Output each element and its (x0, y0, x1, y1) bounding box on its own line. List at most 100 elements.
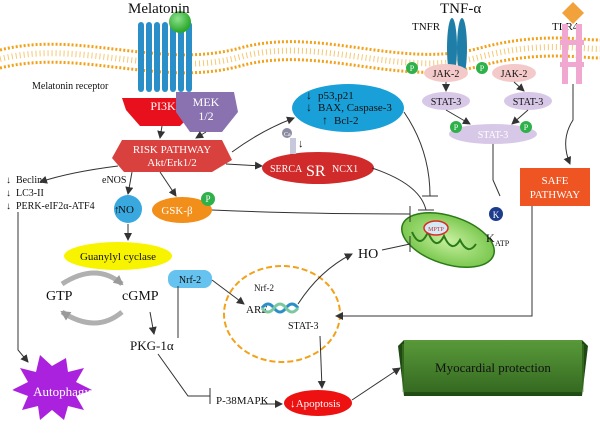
potassium-label: K (493, 210, 500, 220)
myocardial-protection-label: Myocardial protection (435, 360, 551, 375)
phospho-label: P (480, 64, 485, 73)
down-arrow-icon: ↓ (290, 398, 296, 410)
risk-pathway-node (112, 140, 232, 172)
phospho-label: P (454, 123, 459, 132)
sr-label: SR (306, 163, 326, 180)
stat3-nucleus-label: STAT-3 (288, 321, 319, 332)
nrf2-node (168, 270, 212, 288)
cell-membrane (0, 36, 600, 75)
tnfr-label: TNFR (412, 21, 441, 33)
phospho-badge (520, 121, 532, 133)
down-arrow-icon: ↓ (6, 201, 11, 212)
p53-label-line1: p53,p21 (318, 90, 354, 102)
p38mapk-label: P-38MAPK (216, 395, 269, 407)
stat3-dimer-label: STAT-3 (478, 130, 509, 141)
melatonin-receptor (138, 11, 192, 92)
down-arrow-icon: ↓ (306, 88, 312, 102)
down-arrow-icon: ↓ (6, 175, 11, 186)
up-arrow-icon: ↑ (114, 204, 120, 216)
gsk-label: GSK-β (161, 205, 193, 217)
stat3-right-node (504, 92, 552, 110)
enos-label: eNOS (102, 175, 126, 186)
melatonin-receptor-label: Melatonin receptor (32, 81, 109, 92)
ncx1-label: NCX1 (332, 164, 358, 175)
perk-label: PERK-eIF2α-ATF4 (16, 201, 95, 212)
sr-node (262, 152, 374, 184)
myocardial-protection-node (398, 340, 588, 396)
stat3-right-label: STAT-3 (513, 97, 544, 108)
autophagy-label: Autophagy (33, 384, 91, 399)
stat3-dimer-node (449, 124, 537, 144)
tnf-receptor (447, 18, 467, 78)
arrow (511, 109, 529, 125)
nrf2-dna-label: Nrf-2 (254, 283, 274, 293)
risk-pathway-label-line1: RISK PATHWAY (133, 144, 211, 156)
cycle-arrow (60, 270, 124, 287)
dna-helix (260, 302, 300, 314)
phospho-label: P (524, 123, 529, 132)
risk-pathway-label-line2: Akt/Erk1/2 (147, 157, 197, 169)
guanylyl-cyclase-node (64, 242, 172, 270)
gsk-node (152, 197, 212, 223)
lc3-label: LC3-II (16, 188, 44, 199)
safe-pathway-node (520, 168, 590, 206)
arrow (563, 84, 574, 165)
mek-label-line2: 1/2 (198, 109, 213, 123)
calcium-ion (282, 128, 292, 138)
safe-pathway-label-line1: SAFE (542, 175, 569, 187)
apoptosis-label: Apoptosis (296, 398, 341, 410)
serca-channel (290, 138, 296, 154)
calcium-label: Ca (284, 132, 291, 138)
cycle-arrow (60, 309, 124, 326)
pi3k-label: PI3K (150, 99, 176, 113)
mitochondrion: MPTP (401, 212, 495, 268)
arrow (513, 81, 525, 92)
p53-label-line3: Bcl-2 (334, 115, 358, 127)
autophagy-node (12, 355, 92, 420)
phospho-badge (406, 62, 418, 74)
tnf-alpha-label: TNF-α (440, 1, 481, 17)
beclin-label: Beclin (16, 175, 42, 186)
down-arrow-icon: ↓ (298, 138, 304, 150)
katp-label: K (486, 231, 495, 245)
jak2-left-label: JAK-2 (433, 69, 460, 80)
down-arrow-icon: ↓ (10, 385, 16, 399)
p53-label-line2: BAX, Caspase-3 (318, 102, 392, 114)
jak2-left-node (424, 64, 468, 82)
phospho-label: P (410, 64, 415, 73)
phospho-badge (476, 62, 488, 74)
mptp-label: MPTP (428, 227, 444, 233)
pkg-label: PKG-1α (130, 338, 174, 353)
nrf2-label: Nrf-2 (179, 275, 201, 286)
nucleus-outline (223, 265, 341, 363)
down-arrow-icon: ↓ (306, 100, 312, 114)
mek-label-line1: MEK (193, 95, 220, 109)
melatonin-label: Melatonin (128, 1, 190, 17)
p53-bax-node (292, 84, 404, 132)
ho-label: HO (358, 247, 378, 262)
stat3-left-label: STAT-3 (431, 97, 462, 108)
mek-node (176, 92, 238, 132)
no-node (114, 195, 142, 223)
melatonin-molecule (169, 11, 191, 33)
safe-pathway-label-line2: PATHWAY (530, 189, 581, 201)
katp-subscript: ATP (495, 239, 510, 248)
jak2-right-node (492, 64, 536, 82)
phospho-label: P (205, 194, 210, 204)
jak2-right-label: JAK-2 (501, 69, 528, 80)
serca-label: SERCA (270, 164, 303, 175)
phospho-badge (201, 192, 215, 206)
up-arrow-icon: ↑ (322, 113, 328, 127)
phospho-badge (450, 121, 462, 133)
no-label: NO (118, 204, 134, 216)
connectors (17, 111, 533, 408)
tlr4-receptor (560, 2, 584, 84)
arrow (445, 109, 471, 125)
down-arrow-icon: ↓ (6, 188, 11, 199)
cgmp-label: cGMP (122, 289, 159, 304)
potassium-badge (489, 207, 503, 221)
gtp-label: GTP (46, 289, 73, 304)
apoptosis-node (284, 390, 352, 416)
